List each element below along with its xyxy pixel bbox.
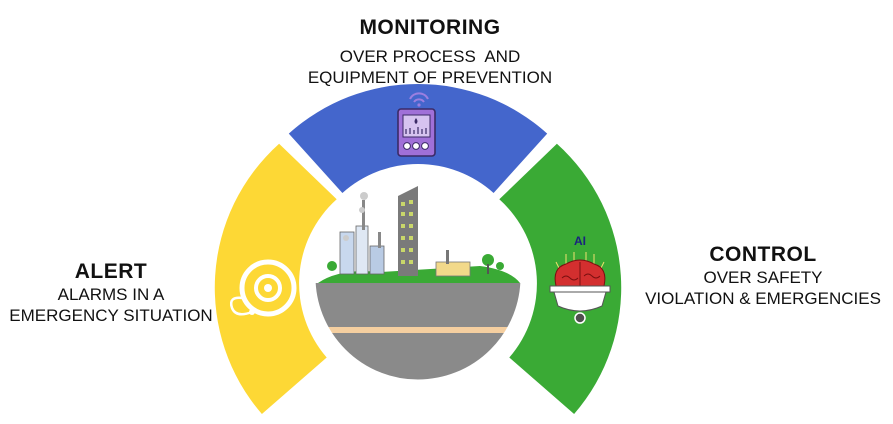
tablet-wifi-icon (397, 92, 436, 157)
monitoring-line1: OVER PROCESS AND (339, 47, 521, 66)
alarm-bell-icon (229, 259, 297, 317)
ai-brain-camera-icon: AI (549, 234, 611, 324)
control-label: CONTROL OVER SAFETY VIOLATION & EMERGENC… (632, 243, 893, 309)
alert-line2: EMERGENCY SITUATION (9, 306, 213, 325)
control-line2: VIOLATION & EMERGENCIES (645, 289, 881, 308)
monitoring-title: MONITORING (359, 16, 501, 39)
monitoring-line2: EQUIPMENT OF PREVENTION (307, 68, 553, 87)
monitoring-label: MONITORING OVER PROCESS AND EQUIPMENT OF… (250, 16, 610, 88)
control-line1: OVER SAFETY (703, 268, 823, 287)
ai-badge: AI (574, 234, 586, 248)
alert-title: ALERT (74, 260, 148, 283)
control-title: CONTROL (709, 243, 817, 266)
alert-line1: ALARMS IN A (57, 285, 165, 304)
alert-label: ALERT ALARMS IN A EMERGENCY SITUATION (0, 260, 222, 326)
